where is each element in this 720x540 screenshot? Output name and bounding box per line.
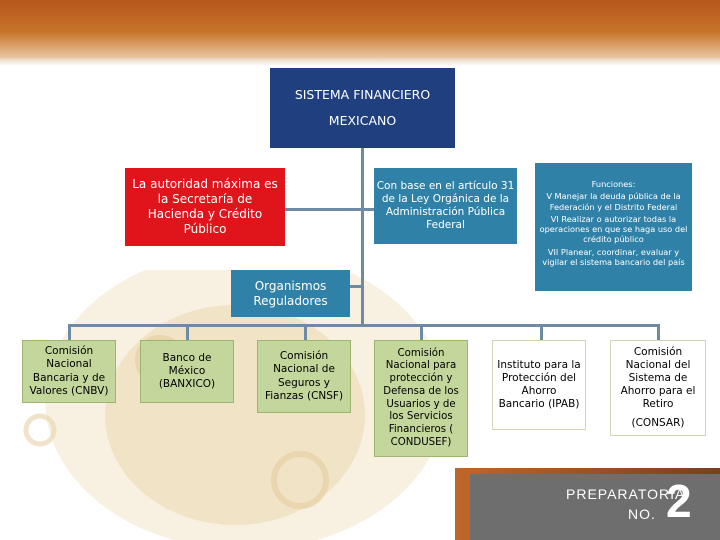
entity-text: Comisión Nacional Bancaria y de Valores … bbox=[29, 345, 109, 397]
regulators-text: Organismos Reguladores bbox=[253, 278, 328, 308]
header-shadow bbox=[0, 58, 720, 66]
connector-horizontal-bus bbox=[68, 324, 659, 327]
functions-box: Funciones: V Manejar la deuda pública de… bbox=[535, 163, 692, 291]
entity-text: Comisión Nacional de Seguros y Fianzas (… bbox=[264, 350, 344, 402]
functions-title: Funciones: bbox=[591, 179, 636, 189]
entity-text: Comisión Nacional del Sistema de Ahorro … bbox=[620, 345, 696, 411]
header-band bbox=[0, 0, 720, 58]
connector-drop-4 bbox=[420, 324, 423, 342]
footer-number: 2 bbox=[666, 475, 692, 527]
entity-box-consar: Comisión Nacional del Sistema de Ahorro … bbox=[610, 340, 706, 436]
entity-text: Instituto para la Protección del Ahorro … bbox=[497, 358, 581, 411]
connector-right-branch bbox=[364, 208, 376, 211]
entity-abbr: (CONSAR) bbox=[631, 417, 685, 430]
entity-box-cnsf: Comisión Nacional de Seguros y Fianzas (… bbox=[257, 340, 351, 413]
connector-drop-5 bbox=[540, 324, 543, 342]
entity-box-cnbv: Comisión Nacional Bancaria y de Valores … bbox=[22, 340, 116, 403]
footer-line2: NO. bbox=[628, 506, 656, 522]
connector-left-branch bbox=[285, 208, 361, 211]
authority-text: La autoridad máxima es la Secretaría de … bbox=[132, 177, 278, 236]
footer-line1: PREPARATORIA bbox=[566, 486, 686, 502]
entity-text: Banco de México (BANXICO) bbox=[158, 351, 216, 391]
connector-root-vertical bbox=[361, 147, 364, 325]
function-item: V Manejar la deuda pública de la Federac… bbox=[546, 191, 681, 212]
basis-text: Con base en el artículo 31 de la Ley Org… bbox=[376, 179, 515, 232]
connector-drop-3 bbox=[304, 324, 307, 342]
connector-regulators bbox=[350, 285, 361, 288]
connector-drop-1 bbox=[68, 324, 71, 342]
root-title-line2: MEXICANO bbox=[328, 113, 397, 128]
root-node-box: SISTEMA FINANCIERO MEXICANO bbox=[270, 68, 455, 148]
regulators-box: Organismos Reguladores bbox=[231, 270, 350, 317]
connector-drop-2 bbox=[186, 324, 189, 342]
entity-text: Comisión Nacional para protección y Defe… bbox=[383, 347, 459, 448]
entity-box-ipab: Instituto para la Protección del Ahorro … bbox=[492, 340, 586, 430]
footer-panel bbox=[470, 474, 720, 540]
entity-box-condusef: Comisión Nacional para protección y Defe… bbox=[374, 340, 468, 457]
entity-box-banxico: Banco de México (BANXICO) bbox=[140, 340, 234, 403]
function-item: VII Planear, coordinar, evaluar y vigila… bbox=[542, 246, 685, 267]
authority-box: La autoridad máxima es la Secretaría de … bbox=[125, 168, 285, 246]
basis-box: Con base en el artículo 31 de la Ley Org… bbox=[374, 168, 517, 244]
function-item: VI Realizar o autorizar todas la operaci… bbox=[539, 213, 688, 245]
root-title-line1: SISTEMA FINANCIERO bbox=[294, 86, 431, 102]
connector-drop-6 bbox=[657, 324, 660, 342]
